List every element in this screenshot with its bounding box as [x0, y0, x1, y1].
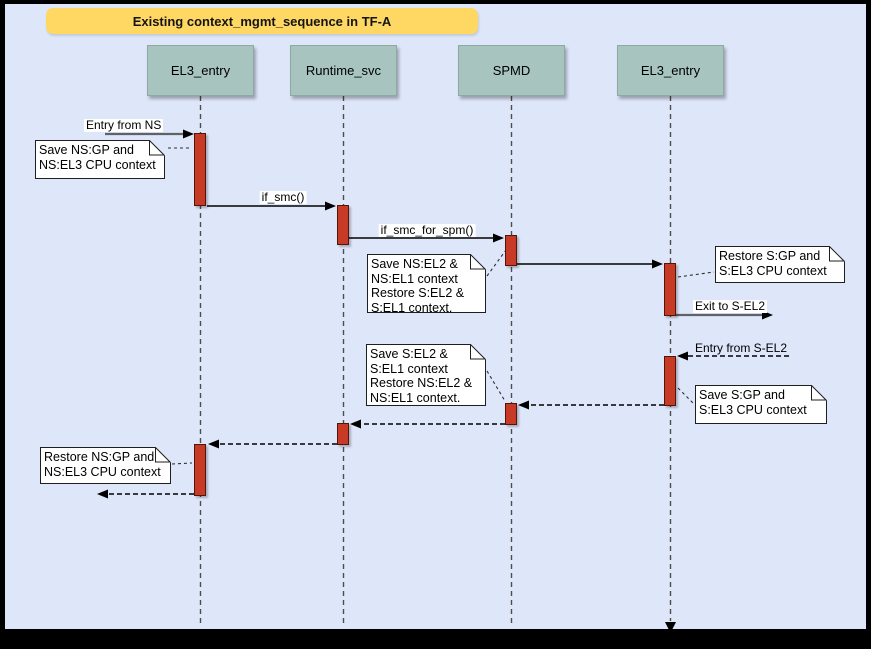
note-save-s-gp: Save S:GP and S:EL3 CPU context	[695, 385, 827, 424]
note-text: Save S:EL2 & S:EL1 context Restore NS:EL…	[370, 347, 473, 405]
lifeline-end-arrowhead	[665, 622, 676, 633]
participant-el3-entry-right: EL3_entry	[617, 45, 724, 96]
message-arrowhead-if-smc	[325, 201, 336, 211]
activation-el3-left-1	[194, 133, 206, 206]
diagram-title: Existing context_mgmt_sequence in TF-A	[46, 8, 478, 34]
note-text: Restore S:GP and S:EL3 CPU context	[719, 249, 827, 278]
note-restore-s-gp: Restore S:GP and S:EL3 CPU context	[715, 246, 845, 283]
note-fold-icon	[155, 447, 171, 463]
note-fold-icon	[811, 385, 827, 401]
message-arrowhead-if-smc-for-spm	[493, 233, 504, 243]
activation-el3-right-2	[664, 356, 676, 406]
message-arrowhead-spmd-to-el3	[652, 259, 663, 269]
note-connector-3	[677, 271, 715, 278]
message-label-exit-to-s-el2: Exit to S-EL2	[693, 299, 768, 313]
activation-runtime-svc-1	[337, 205, 349, 245]
note-fold-icon	[470, 344, 486, 360]
participant-label: EL3_entry	[170, 63, 231, 78]
note-fold-icon	[470, 254, 486, 270]
message-label-entry-from-ns: Entry from NS	[84, 118, 164, 132]
participant-label: SPMD	[492, 63, 531, 78]
activation-runtime-svc-2	[337, 423, 349, 445]
message-arrowhead-el3-to-spmd-return	[518, 400, 529, 410]
note-fold-icon	[829, 246, 845, 262]
diagram-canvas	[5, 4, 866, 629]
message-arrowhead-entry-from-ns	[183, 129, 194, 139]
note-text: Save S:GP and S:EL3 CPU context	[699, 388, 807, 417]
participant-label: Runtime_svc	[305, 63, 382, 78]
note-connector-4	[677, 387, 695, 405]
note-text: Save NS:GP and NS:EL3 CPU context	[39, 143, 156, 172]
activation-spmd-1	[505, 235, 517, 266]
note-connector-2	[486, 249, 507, 277]
message-arrowhead-entry-from-s-el2	[677, 351, 688, 361]
note-text: Restore NS:GP and NS:EL3 CPU context	[44, 450, 161, 479]
participant-runtime-svc: Runtime_svc	[290, 45, 397, 96]
note-save-s-el2: Save S:EL2 & S:EL1 context Restore NS:EL…	[366, 344, 486, 406]
note-fold-icon	[149, 140, 165, 156]
activation-el3-left-2	[194, 444, 206, 496]
note-save-ns-el2: Save NS:EL2 & NS:EL1 context Restore S:E…	[367, 254, 486, 315]
note-text: Save NS:EL2 & NS:EL1 context Restore S:E…	[371, 257, 465, 315]
message-label-entry-from-s-el2: Entry from S-EL2	[695, 341, 788, 355]
participant-el3-entry-left: EL3_entry	[147, 45, 254, 96]
note-save-ns-gp: Save NS:GP and NS:EL3 CPU context	[35, 140, 165, 179]
message-label-if-smc: if_smc()	[259, 190, 307, 204]
note-connector-6	[171, 462, 193, 465]
message-label-if-smc-for-spm: if_smc_for_spm()	[378, 223, 476, 237]
activation-el3-right-1	[664, 263, 676, 316]
message-arrowhead-spmd-to-runtime-return	[350, 419, 361, 429]
activation-spmd-2	[505, 403, 517, 425]
note-restore-ns-gp: Restore NS:GP and NS:EL3 CPU context	[40, 447, 171, 484]
participant-spmd: SPMD	[458, 45, 565, 96]
message-arrowhead-runtime-to-el3-return	[208, 439, 219, 449]
note-connector-5	[486, 370, 506, 402]
message-arrowhead-el3-exit-return	[97, 489, 108, 499]
participant-label: EL3_entry	[640, 63, 701, 78]
